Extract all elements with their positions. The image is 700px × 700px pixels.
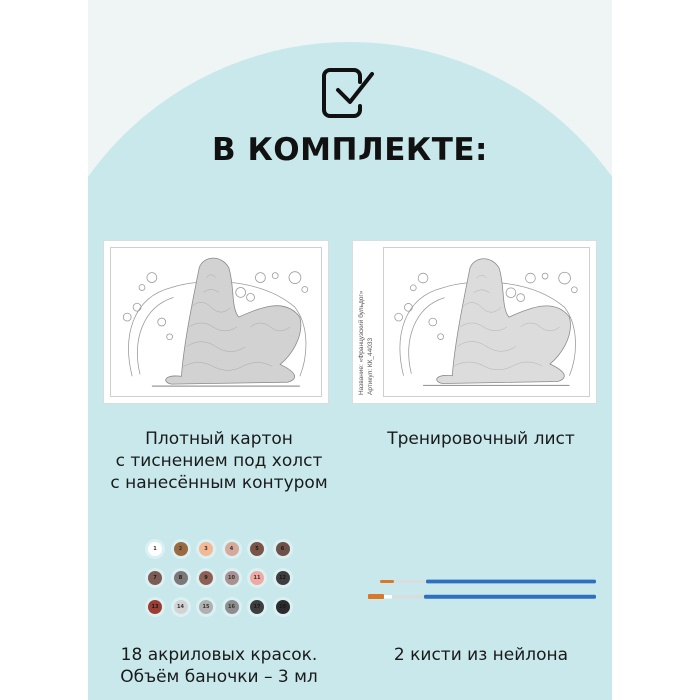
paint-pot: 3: [199, 542, 213, 556]
paint-pot: 2: [173, 542, 188, 556]
product-kit-panel: В КОМПЛЕКТЕ: Название: «: [88, 0, 612, 700]
training-sheet-frame: [383, 247, 590, 397]
paint-pot: 12: [275, 571, 290, 585]
checkbox-check-icon: [322, 68, 374, 118]
canvas-caption: Плотный картон с тиснением под холст с н…: [88, 428, 350, 494]
french-bulldog-outline-art: [122, 257, 309, 387]
training-sheet-image: Название: «Французский бульдог» Артикул:…: [352, 240, 597, 404]
paint-pot: 17: [250, 600, 264, 614]
paint-pot: 16: [224, 600, 239, 614]
sheet-name-label: Название: «Французский бульдог»: [358, 290, 365, 395]
paint-pot: 7: [148, 571, 162, 585]
paint-pot: 1: [148, 542, 162, 556]
page-title: В КОМПЛЕКТЕ:: [212, 132, 488, 168]
caption-line: Плотный картон: [145, 429, 293, 449]
sheet-article-label: Артикул: КК_44033: [367, 337, 374, 395]
paint-pot: 9: [199, 571, 213, 585]
small-brush-icon: [380, 579, 596, 584]
paints-caption: 18 акриловых красок. Объём баночки – 3 м…: [88, 644, 350, 688]
paint-pot: 6: [275, 542, 290, 556]
caption-line: 18 акриловых красок.: [120, 645, 318, 665]
caption-line: Объём баночки – 3 мл: [120, 667, 318, 687]
caption-line: 2 кисти из нейлона: [393, 645, 569, 665]
caption-line: с нанесённым контуром: [110, 473, 328, 493]
paint-pot: 18: [275, 600, 290, 614]
canvas-frame: [110, 247, 322, 397]
french-bulldog-outline-art: [394, 258, 578, 387]
brushes-caption: 2 кисти из нейлона: [350, 644, 612, 666]
training-sheet-caption: Тренировочный лист: [350, 428, 612, 450]
large-brush-icon: [368, 594, 596, 599]
training-sheet-label: Название: «Французский бульдог» Артикул:…: [357, 291, 375, 395]
paint-pot: 11: [250, 571, 264, 585]
canvas-outline-image: [103, 240, 329, 404]
paint-pot: 10: [224, 571, 239, 585]
paint-pot: 5: [250, 542, 264, 556]
paint-pot: 8: [173, 571, 188, 585]
paint-pot: 15: [199, 600, 213, 614]
paint-pot: 4: [224, 542, 239, 556]
caption-line: Тренировочный лист: [387, 429, 575, 449]
paint-pot: 14: [173, 600, 188, 614]
nylon-brushes-image: [368, 579, 596, 599]
caption-line: с тиснением под холст: [115, 451, 323, 471]
paint-pot: 13: [148, 600, 162, 614]
